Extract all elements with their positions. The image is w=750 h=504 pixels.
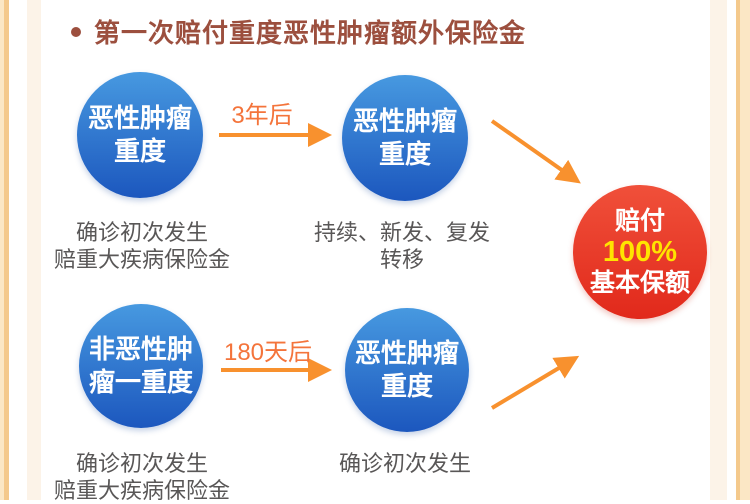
caption-r1-mid: 持续、新发、复发 转移	[292, 219, 512, 273]
left-orange-border	[4, 0, 9, 500]
payout-basis-label: 基本保额	[589, 268, 690, 297]
caption-line: 确诊初次发生	[75, 451, 208, 476]
payout-percentage: 100%	[602, 235, 678, 268]
left-white-gap	[9, 0, 27, 500]
caption-line: 赔重大疾病保险金	[53, 247, 230, 272]
left-cream-strip	[27, 0, 41, 500]
caption-line: 转移	[379, 247, 424, 272]
right-outer-border	[740, 0, 750, 500]
circle-text-line: 重度	[113, 136, 166, 166]
arrow-label-180-days: 180天后	[223, 339, 313, 366]
payout-label: 赔付	[614, 206, 665, 235]
circle-r2-non-malignant: 非恶性肿 瘤一重度	[79, 304, 203, 428]
caption-line: 确诊初次发生	[338, 451, 471, 476]
arrow-label-3-years: 3年后	[231, 102, 293, 129]
caption-line: 确诊初次发生	[75, 220, 208, 245]
circle-text-line: 恶性肿瘤	[354, 338, 459, 368]
bullet-icon	[71, 26, 81, 37]
right-orange-border	[736, 0, 740, 500]
circle-payout-result: 赔付 100% 基本保额	[573, 185, 707, 319]
section-title-row: 第一次赔付重度恶性肿瘤额外保险金	[71, 13, 526, 50]
circle-r1-malignant-tumor-again: 恶性肿瘤 重度	[342, 75, 468, 201]
circle-r2-malignant-tumor: 恶性肿瘤 重度	[345, 308, 469, 432]
caption-r1-start: 确诊初次发生 赔重大疾病保险金	[32, 219, 252, 273]
circle-r1-malignant-tumor: 恶性肿瘤 重度	[77, 72, 203, 198]
circle-text-line: 恶性肿瘤	[352, 106, 457, 136]
caption-r2-mid: 确诊初次发生	[295, 450, 515, 477]
caption-line: 持续、新发、复发	[313, 220, 490, 245]
caption-r2-start: 确诊初次发生 赔重大疾病保险金	[32, 450, 252, 504]
circle-text-line: 非恶性肿	[88, 334, 193, 364]
circle-text-line: 重度	[378, 139, 431, 169]
circle-text-line: 重度	[380, 371, 433, 401]
left-outer-border	[0, 0, 4, 500]
right-white-gap	[727, 0, 736, 500]
caption-line: 赔重大疾病保险金	[53, 478, 230, 503]
page-title: 第一次赔付重度恶性肿瘤额外保险金	[94, 18, 527, 48]
circle-text-line: 恶性肿瘤	[87, 103, 192, 133]
circle-text-line: 瘤一重度	[88, 367, 193, 397]
right-cream-strip	[710, 0, 727, 500]
